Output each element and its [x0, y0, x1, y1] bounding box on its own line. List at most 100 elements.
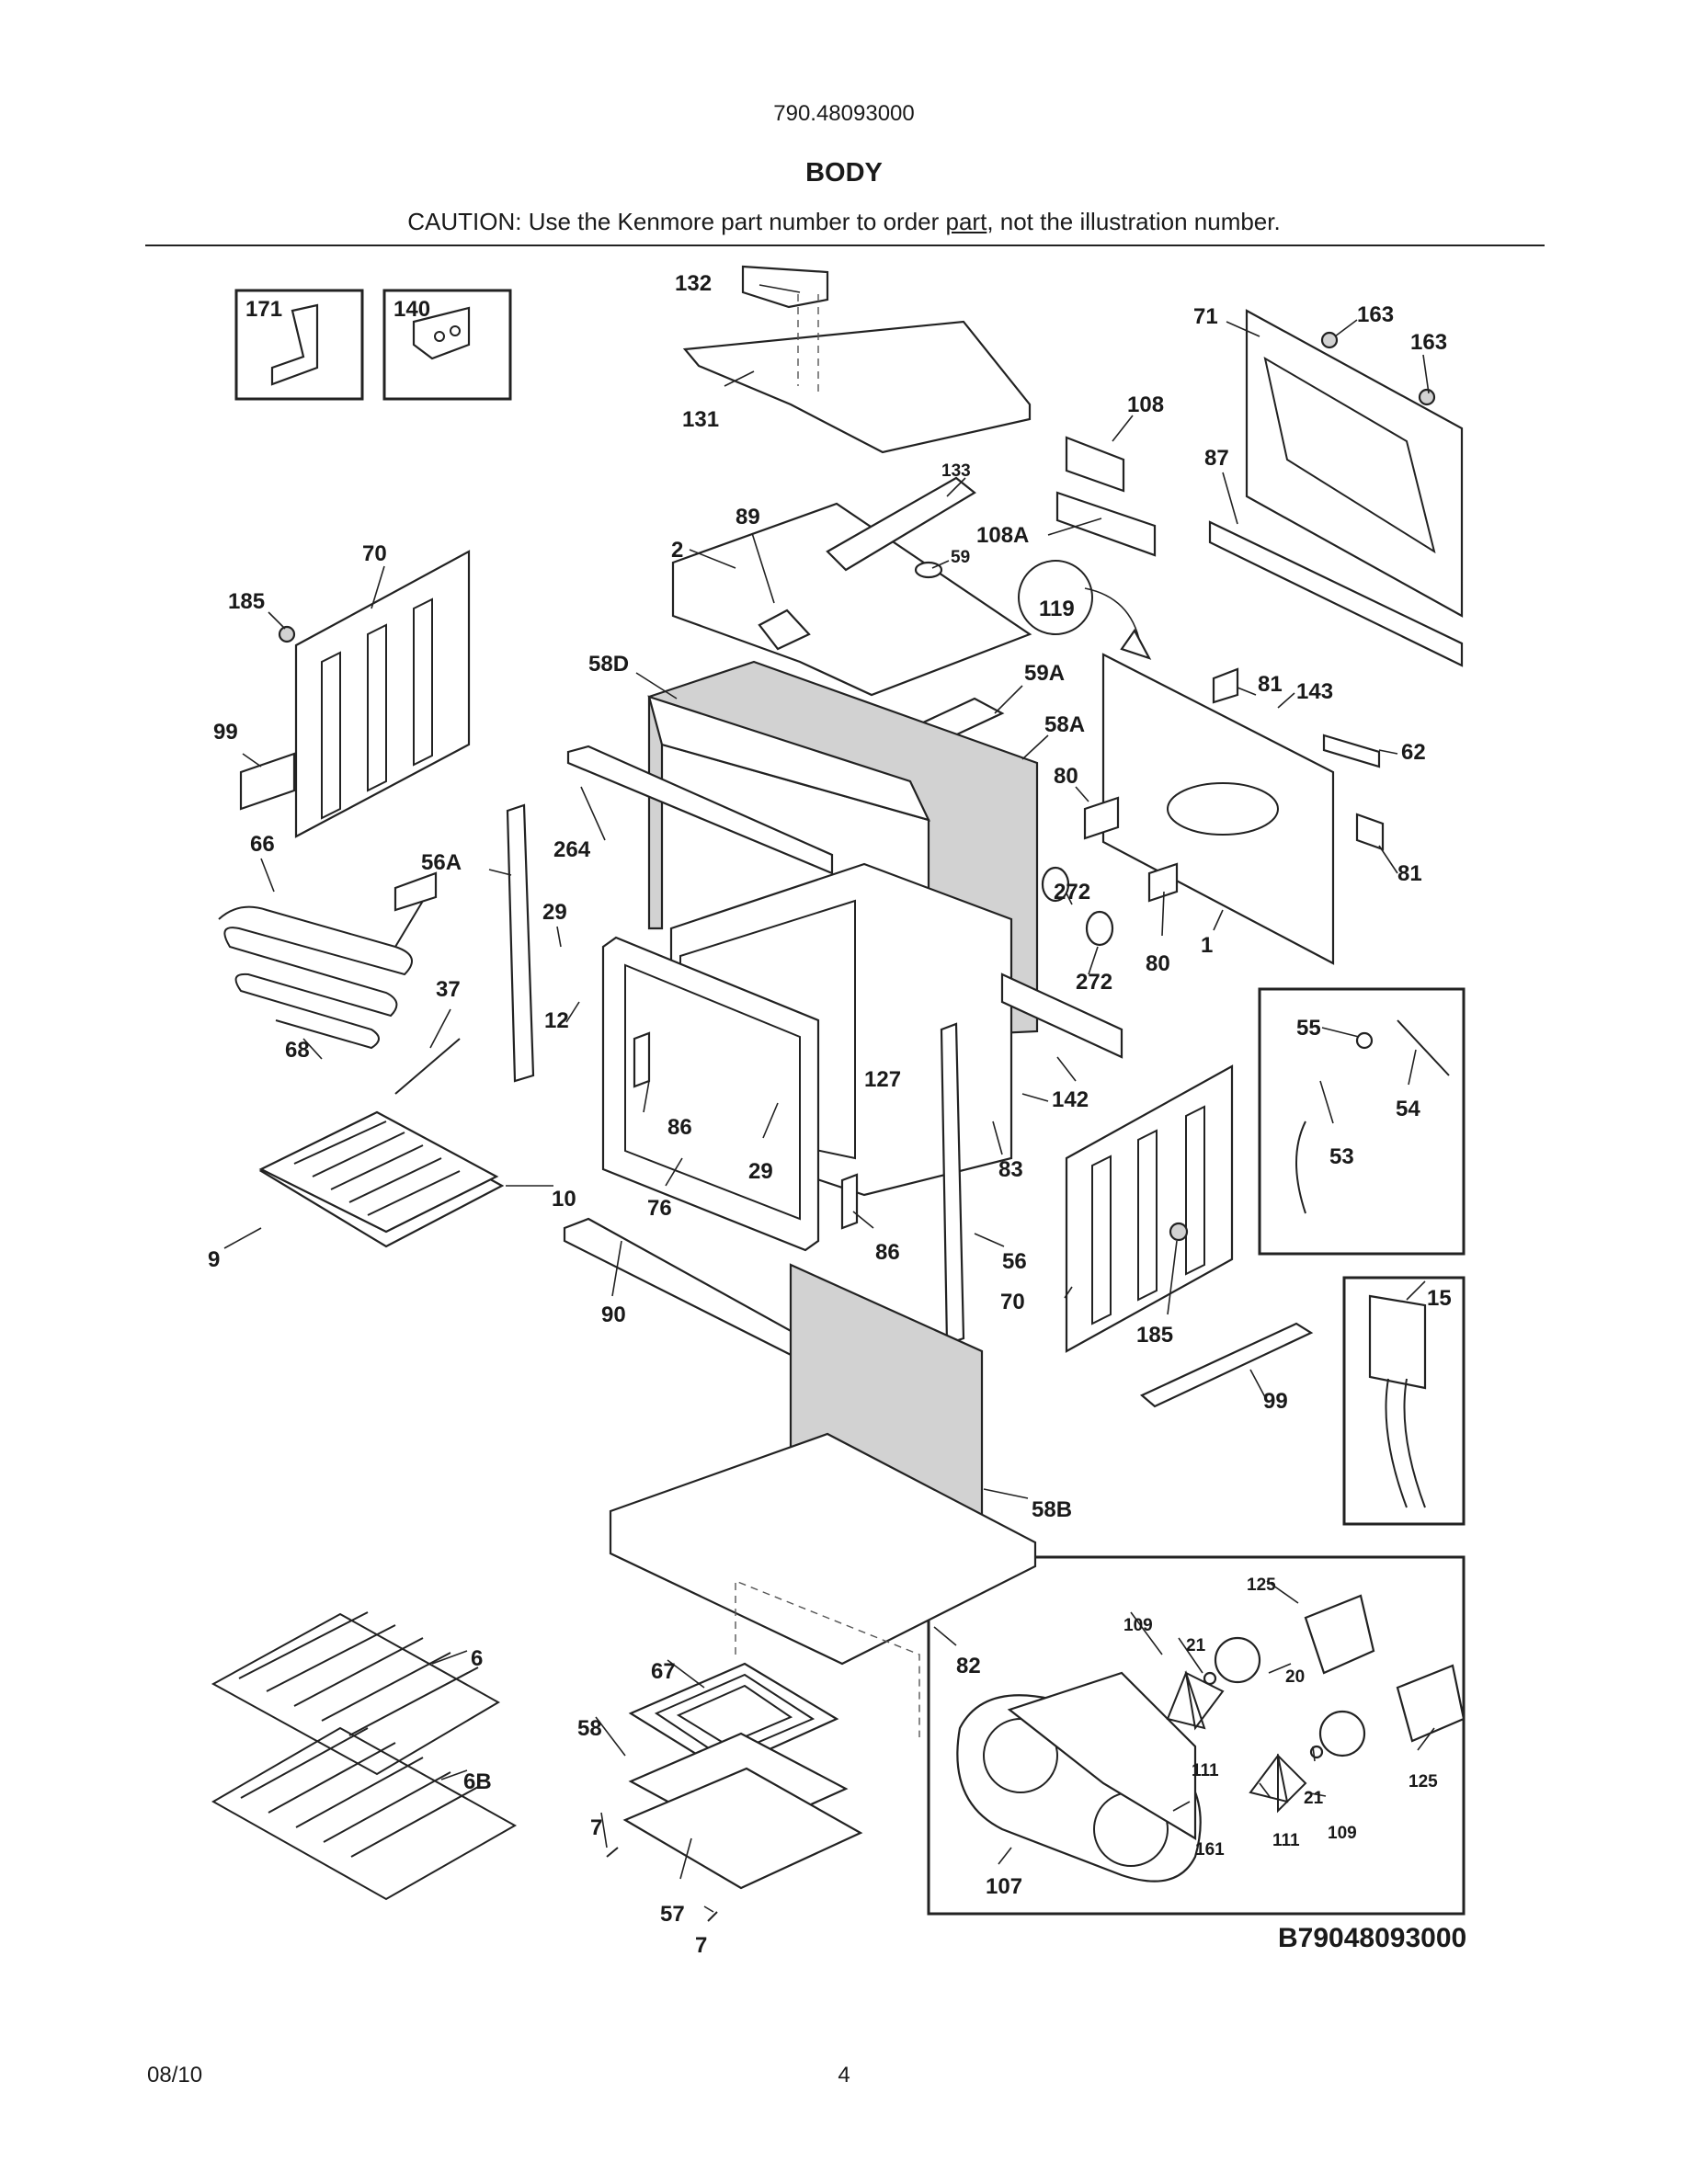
callout-161: 161: [1195, 1840, 1225, 1860]
callout-185: 185: [228, 589, 265, 614]
bracket-140-box: [382, 289, 512, 401]
housing-161: [1007, 1671, 1197, 1840]
callout-108A: 108A: [976, 523, 1029, 548]
bracket-81: [1212, 667, 1239, 704]
callout-55: 55: [1296, 1016, 1321, 1041]
motor-125-b: [1396, 1664, 1466, 1743]
module-inset-box: [1342, 1276, 1466, 1526]
bracket-80: [1083, 796, 1120, 840]
callout-272-b: 272: [1076, 970, 1112, 995]
trim-264: [566, 745, 834, 875]
bumper-272: [1041, 866, 1070, 903]
page-number: 4: [838, 2063, 850, 2087]
callout-131: 131: [682, 407, 719, 432]
bracket-81-b: [1355, 813, 1385, 851]
callout-1: 1: [1201, 933, 1213, 958]
bottom-plate-82: [609, 1432, 1037, 1666]
washer-21: [1203, 1671, 1217, 1686]
callout-109: 109: [1123, 1616, 1153, 1635]
callout-86: 86: [667, 1115, 692, 1140]
callout-10: 10: [552, 1187, 576, 1211]
callout-67: 67: [651, 1659, 676, 1684]
callout-58A: 58A: [1044, 712, 1085, 737]
probe-inset-box: [1258, 987, 1466, 1256]
callout-82: 82: [956, 1654, 981, 1678]
diagram-code: B79048093000: [1278, 1923, 1467, 1953]
frame-opening: [624, 963, 801, 1221]
bracket-171: [270, 303, 319, 386]
nut-185-right: [1169, 1222, 1189, 1242]
back-wall-opening: [1167, 782, 1279, 836]
callout-71: 71: [1193, 304, 1218, 329]
callout-163-b: 163: [1410, 330, 1447, 355]
thermostat-arrow: [1084, 587, 1141, 644]
top-plate-2: [671, 502, 1032, 697]
fan-blade-109: [1166, 1670, 1225, 1731]
callout-185-b: 185: [1136, 1323, 1173, 1348]
callout-143: 143: [1296, 679, 1333, 704]
arrow-head: [1120, 628, 1152, 660]
callout-29: 29: [542, 900, 567, 925]
callout-163: 163: [1357, 302, 1394, 327]
bracket-140-hole: [434, 331, 445, 342]
footer-date: 08/10: [147, 2063, 203, 2087]
header-divider: [145, 245, 1545, 246]
callout-68: 68: [285, 1038, 310, 1063]
bracket-108A: [1055, 491, 1157, 557]
callout-7: 7: [590, 1815, 602, 1840]
probe-parts-53-54-55: [1295, 1019, 1450, 1214]
callout-127: 127: [864, 1067, 901, 1092]
back-wall-1: [1101, 653, 1335, 965]
broil-grid-10: [258, 1110, 499, 1234]
part-59: [914, 561, 943, 579]
callout-6B: 6B: [463, 1769, 492, 1794]
bracket-99: [239, 752, 296, 811]
convection-inset-box: [927, 1555, 1466, 1916]
callout-53: 53: [1329, 1144, 1354, 1169]
bracket-80-b: [1147, 862, 1179, 903]
duct-133: [826, 476, 976, 572]
callout-119: 119: [1039, 597, 1075, 621]
callout-58B: 58B: [1032, 1497, 1072, 1522]
callout-15: 15: [1427, 1286, 1452, 1311]
callout-57: 57: [660, 1902, 685, 1927]
callout-21: 21: [1186, 1636, 1206, 1655]
bracket-140-hole-2: [450, 325, 461, 336]
callout-70: 70: [362, 541, 387, 566]
callout-59A: 59A: [1024, 661, 1065, 686]
callout-125-b: 125: [1409, 1772, 1438, 1792]
cover-57: [622, 1767, 863, 1890]
motor-125: [1304, 1594, 1375, 1675]
light-108: [1065, 436, 1125, 493]
callout-7-b: 7: [695, 1933, 707, 1958]
callout-140: 140: [393, 297, 430, 322]
element-bracket: [393, 871, 438, 912]
callout-81: 81: [1258, 672, 1283, 697]
rack-6B: [211, 1726, 518, 1901]
nut-163-b: [1418, 388, 1436, 406]
callout-56: 56: [1002, 1249, 1027, 1274]
grid-slots: [293, 1120, 461, 1216]
bracket-142: [1000, 973, 1123, 1059]
callout-58: 58: [577, 1716, 602, 1741]
callout-58D: 58D: [588, 652, 629, 677]
disc-20: [1214, 1636, 1261, 1684]
guide-line: [797, 294, 819, 395]
callout-142: 142: [1052, 1087, 1089, 1112]
callout-89: 89: [736, 505, 760, 529]
caution-text-end: , not the illustration number.: [987, 208, 1281, 235]
nut-185: [278, 625, 296, 643]
part-89: [758, 609, 811, 651]
callout-80: 80: [1054, 764, 1078, 789]
callout-21-b: 21: [1304, 1789, 1324, 1808]
back-panel-71: [1245, 309, 1464, 618]
callout-59: 59: [951, 548, 970, 567]
callout-132: 132: [675, 271, 712, 296]
probe-37: [394, 1038, 461, 1095]
callout-111: 111: [1192, 1761, 1219, 1780]
insulation-58D-top: [647, 695, 931, 822]
disc-20-b: [1318, 1710, 1366, 1757]
terminal-block-62: [1322, 734, 1381, 768]
panel-70-ribs: [321, 597, 433, 820]
callout-20: 20: [1285, 1667, 1305, 1687]
